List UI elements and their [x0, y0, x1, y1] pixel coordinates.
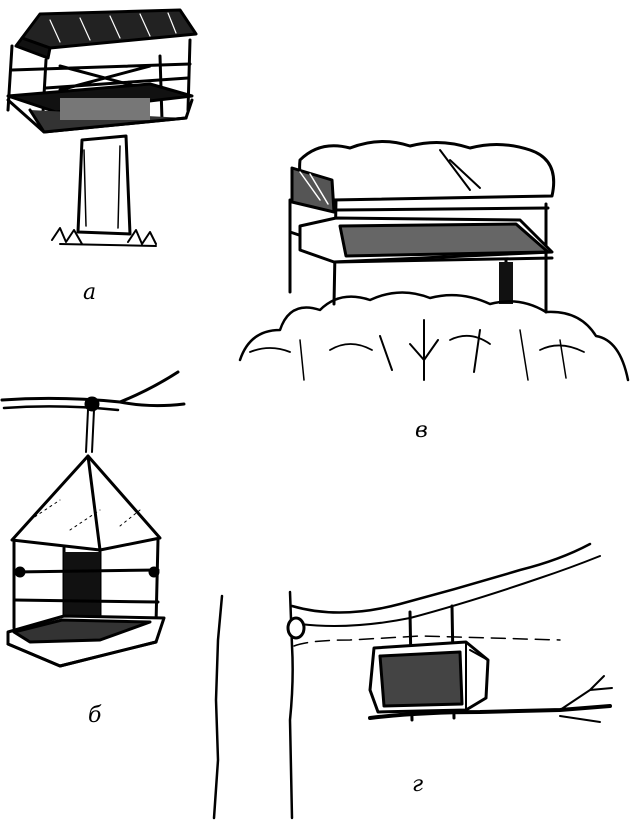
feeder-on-tree-drawing — [212, 542, 613, 820]
caption-v: в — [415, 418, 428, 443]
caption-g: г — [412, 772, 424, 797]
feeder-on-post-drawing — [6, 8, 198, 247]
hanging-feeder-drawing — [0, 370, 186, 668]
caption-a: а — [83, 280, 97, 305]
feeder-on-bushes-drawing — [238, 140, 630, 382]
caption-b: б — [88, 703, 102, 728]
